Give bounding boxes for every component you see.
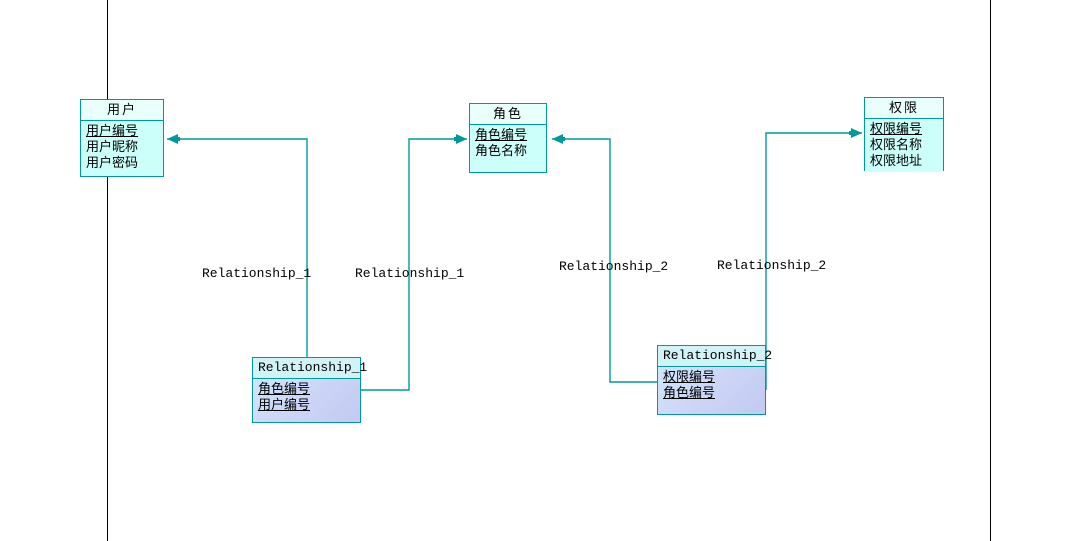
- relationship-table-attributes: 权限编号 角色编号: [658, 367, 765, 414]
- entity-user-attribute: 用户密码: [86, 155, 139, 170]
- entity-permission-attributes: 权限编号 权限名称 权限地址: [865, 119, 943, 172]
- relationship-table-attribute: 权限编号: [663, 369, 716, 384]
- entity-user-attribute: 用户编号: [86, 123, 139, 138]
- entity-permission-attribute: 权限名称: [870, 137, 923, 152]
- entity-role[interactable]: 角色 角色编号 角色名称: [469, 103, 547, 173]
- edge-rel1-role: [360, 134, 467, 391]
- edge-user-rel1: [167, 134, 308, 367]
- entity-role-title: 角色: [470, 104, 546, 125]
- relationship-table-attributes: 角色编号 用户编号: [253, 379, 360, 422]
- edge-label-permission-rel2: Relationship_2: [717, 258, 827, 273]
- entity-role-attributes: 角色编号 角色名称: [470, 125, 546, 162]
- page-margin-guide-right: [990, 0, 991, 541]
- entity-user-attributes: 用户编号 用户昵称 用户密码: [81, 121, 163, 174]
- edge-label-role-rel2: Relationship_2: [559, 259, 669, 274]
- entity-permission[interactable]: 权限 权限编号 权限名称 权限地址: [864, 97, 944, 172]
- relationship-table-title: Relationship_2: [658, 346, 772, 367]
- entity-role-attribute: 角色编号: [475, 127, 528, 142]
- page-margin-guide-left: [107, 0, 108, 541]
- entity-permission-title: 权限: [865, 98, 943, 119]
- relationship-table-relationship-1[interactable]: Relationship_1 角色编号 用户编号: [252, 357, 367, 423]
- entity-user-attribute: 用户昵称: [86, 139, 139, 154]
- relationship-table-attribute: 用户编号: [258, 397, 311, 412]
- edge-role-rel2: [552, 134, 657, 383]
- entity-user[interactable]: 用户 用户编号 用户昵称 用户密码: [80, 99, 164, 177]
- entity-permission-attribute: 权限地址: [870, 153, 923, 168]
- edge-rel2-permission: [765, 128, 862, 390]
- entity-permission-attribute: 权限编号: [870, 121, 923, 136]
- relationship-table-attribute: 角色编号: [258, 381, 311, 396]
- edge-label-role-rel1: Relationship_1: [355, 266, 465, 281]
- edge-label-user-rel1: Relationship_1: [202, 266, 312, 281]
- entity-user-title: 用户: [81, 100, 163, 121]
- relationship-table-title: Relationship_1: [253, 358, 367, 379]
- relationship-table-relationship-2[interactable]: Relationship_2 权限编号 角色编号: [657, 345, 772, 415]
- entity-role-attribute: 角色名称: [475, 143, 528, 158]
- relationship-table-attribute: 角色编号: [663, 385, 716, 400]
